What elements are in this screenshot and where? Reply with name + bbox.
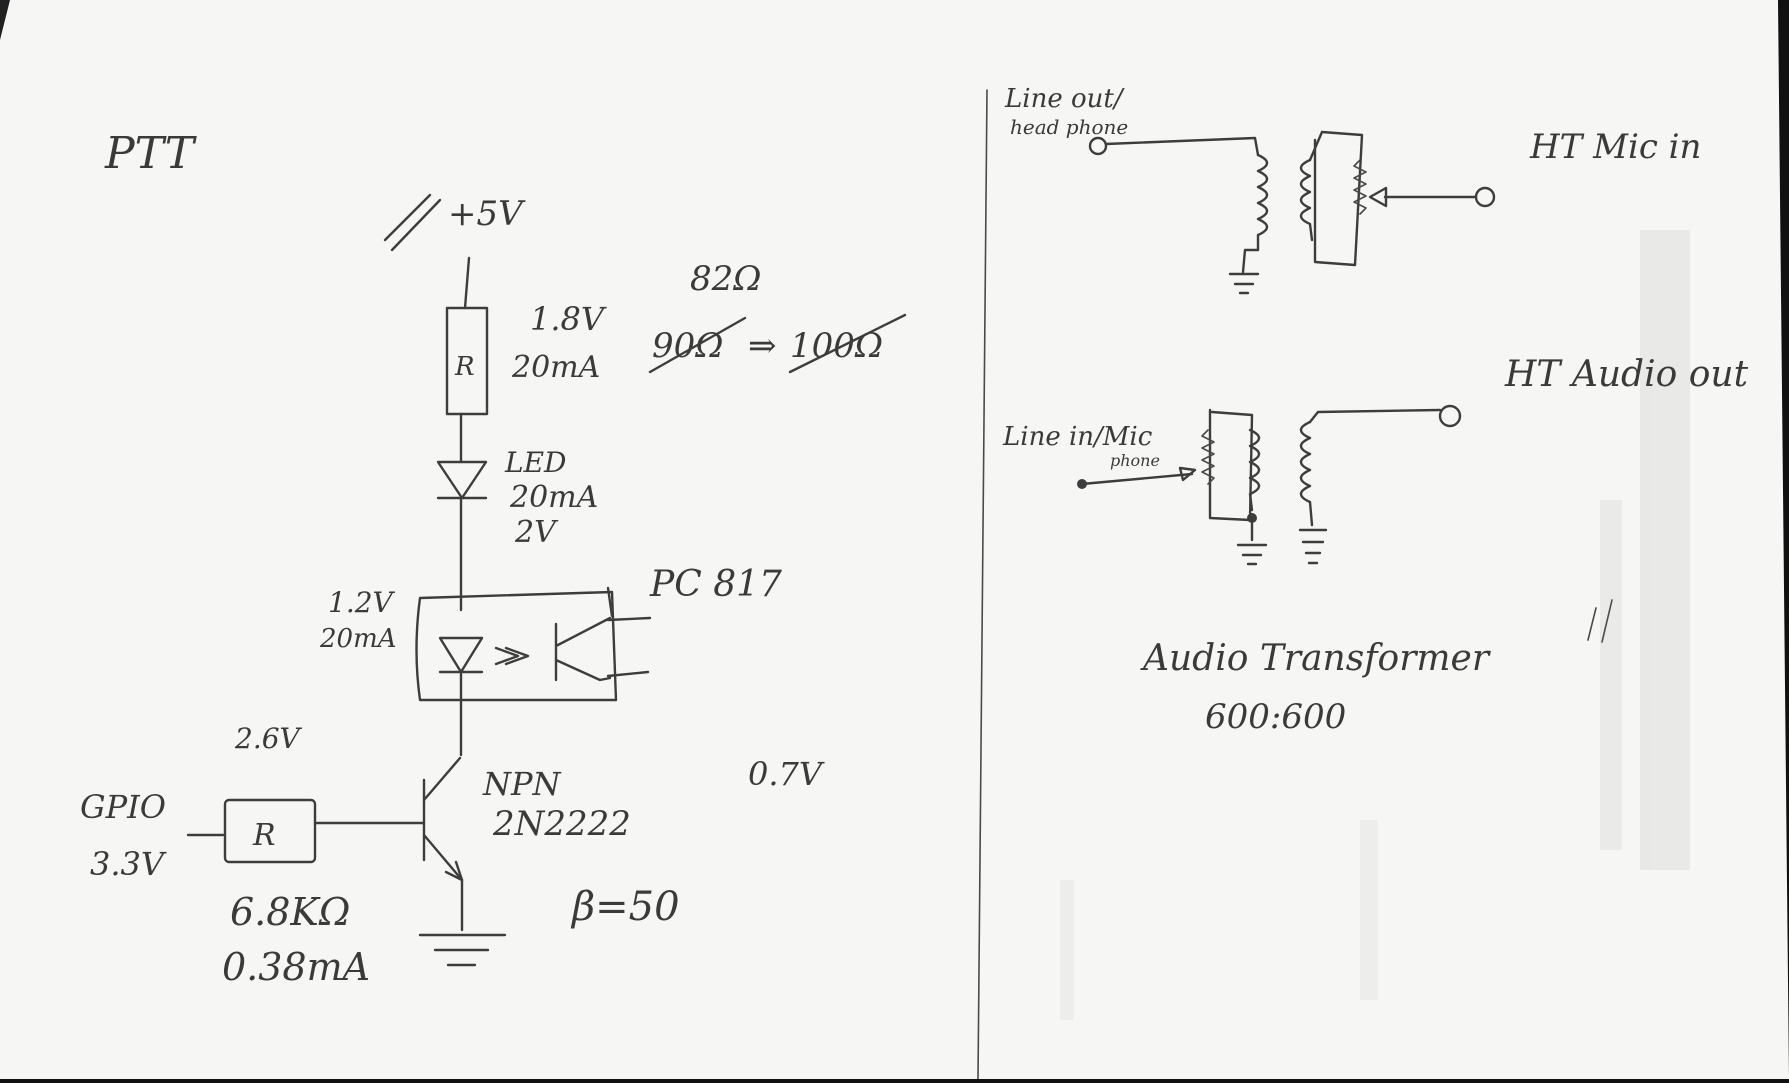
base-resistor-label: R <box>252 818 276 853</box>
lineout-label-2: head phone <box>1010 115 1128 139</box>
supply-hash-mark <box>383 193 442 252</box>
ground-symbol <box>418 933 507 967</box>
opto-part-number: PC 817 <box>649 564 782 605</box>
wire-supply-to-resistor <box>463 256 471 310</box>
npn-collector-emitter <box>422 756 464 882</box>
base-voltage: 2.6V <box>234 722 303 755</box>
resistor-voltage: 1.8V <box>530 300 607 338</box>
top-resistor-label: R <box>454 352 475 382</box>
linein-wiper-arrow <box>1178 466 1197 482</box>
transistor-beta: β=50 <box>570 884 680 930</box>
lower-ground-2 <box>1298 528 1328 565</box>
resistor-current: 20mA <box>511 350 600 385</box>
led-voltage: 2V <box>514 515 559 550</box>
upper-ground <box>1228 272 1260 295</box>
upper-secondary-coil <box>1299 158 1314 242</box>
opto-light-arrows <box>494 646 530 666</box>
ht-mic-in-label: HT Mic in <box>1529 127 1701 167</box>
resistor-value-old-1: 90Ω <box>652 326 723 366</box>
resistor-value-new: 82Ω <box>690 259 761 299</box>
lineout-label-1: Line out/ <box>1004 84 1125 114</box>
base-current: 0.38mA <box>222 945 370 989</box>
wire-linein <box>1080 472 1194 486</box>
bleed-through-texture <box>1060 230 1690 1020</box>
opto-current: 20mA <box>319 624 397 654</box>
gpio-label: GPIO <box>80 788 166 826</box>
lower-primary-coil <box>1248 428 1261 512</box>
center-divider-line <box>977 89 988 1080</box>
wire-lineout <box>1104 136 1260 157</box>
top-resistor <box>445 306 489 416</box>
upper-primary-coil <box>1241 153 1269 274</box>
ptt-circuit: PTT +5V R 1.8V 20mA 82Ω 90Ω ⇒ 100Ω LED 2… <box>80 128 907 989</box>
vbe-voltage: 0.7V <box>748 755 825 793</box>
lower-ground-1 <box>1236 543 1268 566</box>
base-resistor-value: 6.8KΩ <box>230 890 350 934</box>
upper-potentiometer <box>1353 159 1367 215</box>
led-current: 20mA <box>509 480 598 515</box>
potentiometer-wiper-arrow <box>1368 186 1388 208</box>
ptt-title: PTT <box>104 128 198 179</box>
mic-in-jack <box>1474 186 1496 208</box>
linein-label-2: phone <box>1110 451 1160 470</box>
ht-audio-out-label: HT Audio out <box>1504 354 1749 395</box>
opto-phototransistor <box>554 616 612 682</box>
wire-audio-out <box>1308 408 1442 424</box>
led-label: LED <box>504 446 566 479</box>
linein-label: Line in/Mic <box>1002 422 1153 452</box>
strike-through-marks <box>648 313 907 374</box>
optocoupler-package <box>415 590 618 702</box>
gpio-voltage: 3.3V <box>90 845 167 883</box>
resistor-value-arrow: ⇒ <box>748 326 777 366</box>
opto-output-leads <box>606 586 652 678</box>
lineout-jack <box>1088 136 1108 156</box>
lower-potentiometer <box>1201 429 1215 485</box>
supply-voltage: +5V <box>448 194 526 234</box>
lower-secondary-coil <box>1299 420 1314 527</box>
transformer-ratio: 600:600 <box>1205 697 1346 737</box>
audio-out-jack <box>1438 404 1462 428</box>
transformer-label: Audio Transformer <box>1140 638 1491 679</box>
audio-circuit: Line out/ head phone HT Mic in Line in/M… <box>1002 84 1749 737</box>
stray-pencil-marks <box>1587 599 1613 643</box>
npn-part-number: 2N2222 <box>492 804 631 844</box>
npn-label: NPN <box>482 765 562 803</box>
opto-voltage: 1.2V <box>328 586 396 619</box>
base-resistor <box>223 798 317 864</box>
